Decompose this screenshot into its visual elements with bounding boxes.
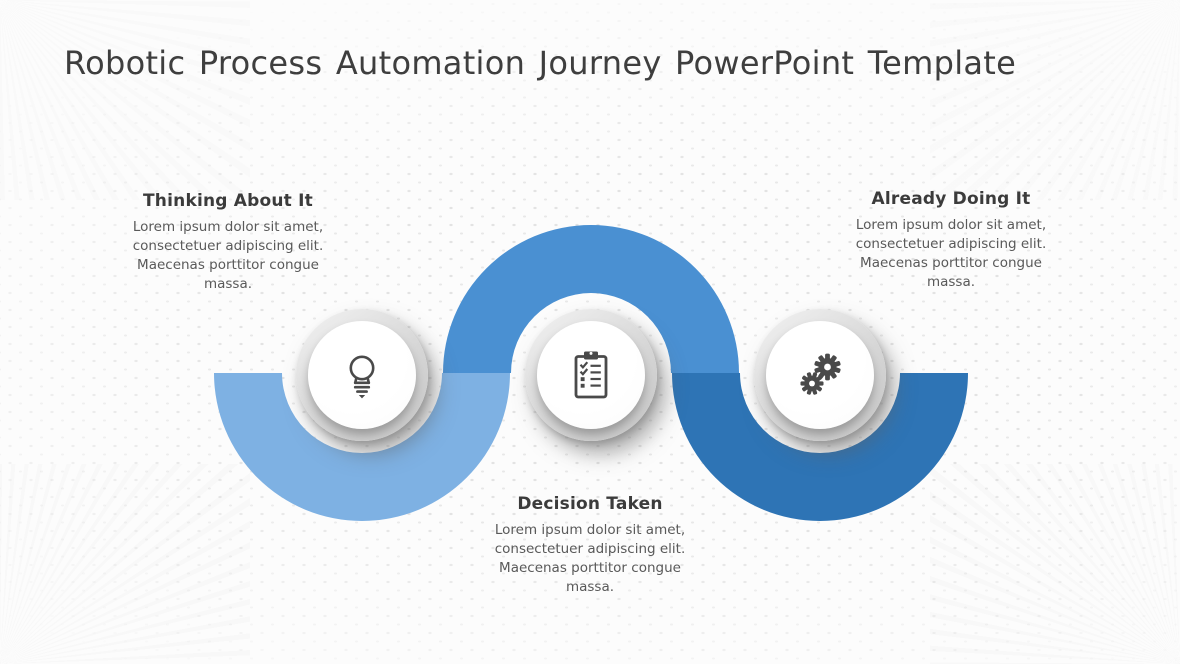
- gears-icon: [800, 353, 841, 395]
- stage-heading: Thinking About It: [143, 191, 313, 211]
- stage-body: Lorem ipsum dolor sit amet, consectetuer…: [855, 217, 1047, 291]
- stage-text-thinking: Thinking About It Lorem ipsum dolor sit …: [116, 191, 340, 295]
- stage-node-thinking: [296, 309, 428, 441]
- node-face: [537, 321, 645, 429]
- corner-fan-pattern: [930, 464, 1180, 664]
- stage-text-already-doing: Already Doing It Lorem ipsum dolor sit a…: [839, 189, 1063, 293]
- stage-node-doing: [754, 309, 886, 441]
- node-face: [766, 321, 874, 429]
- lightbulb-icon: [349, 355, 375, 399]
- wave-arc-already-doing: [672, 373, 968, 521]
- corner-fan-pattern: [0, 0, 250, 200]
- stage-heading: Decision Taken: [517, 494, 663, 514]
- clipboard-checklist-icon: [574, 351, 608, 399]
- stage-body: Lorem ipsum dolor sit amet, consectetuer…: [494, 522, 686, 596]
- stage-text-decision: Decision Taken Lorem ipsum dolor sit ame…: [478, 494, 702, 598]
- stage-body: Lorem ipsum dolor sit amet, consectetuer…: [132, 219, 324, 293]
- stage-heading: Already Doing It: [871, 189, 1031, 209]
- node-face: [308, 321, 416, 429]
- wave-arc-decision: [443, 225, 739, 373]
- slide-title: Robotic Process Automation Journey Power…: [64, 44, 1017, 82]
- corner-fan-pattern: [0, 464, 250, 664]
- wave-arc-thinking: [214, 373, 510, 521]
- corner-fan-pattern: [930, 0, 1180, 200]
- stage-node-decision: [525, 309, 657, 441]
